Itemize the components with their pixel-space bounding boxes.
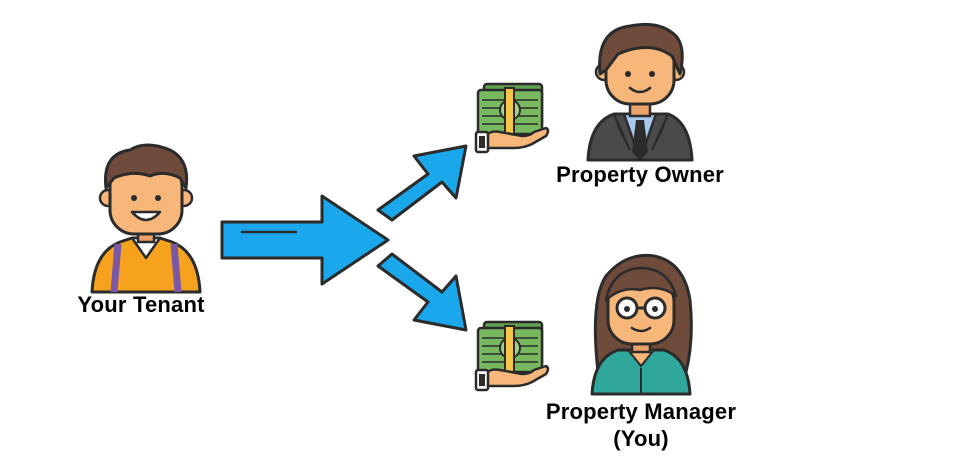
manager-label-line2: (You) bbox=[613, 426, 669, 451]
split-arrow-icon bbox=[220, 144, 468, 332]
owner-avatar-icon bbox=[586, 22, 694, 162]
money-hand-icon bbox=[474, 320, 550, 392]
tenant-avatar-icon bbox=[90, 143, 202, 294]
tenant-label: Your Tenant bbox=[77, 292, 205, 317]
manager-label-line1: Property Manager bbox=[545, 399, 737, 424]
manager-label: Property Manager (You) bbox=[518, 398, 764, 452]
money-hand-icon bbox=[474, 82, 550, 154]
owner-label: Property Owner bbox=[556, 162, 724, 187]
manager-avatar-icon bbox=[590, 253, 693, 396]
